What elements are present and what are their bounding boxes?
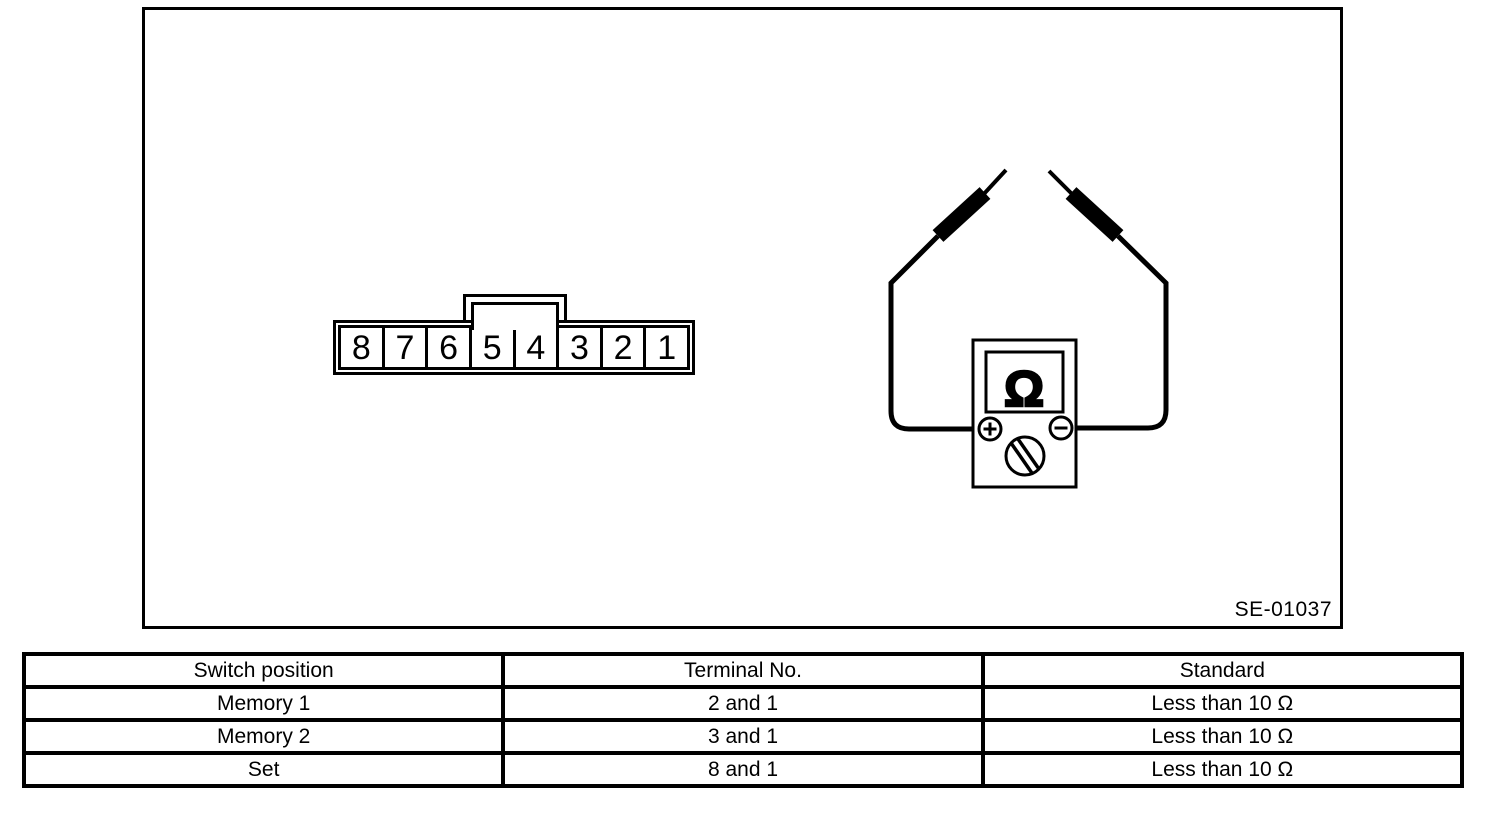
table-header-standard: Standard [980, 652, 1465, 689]
table-header-terminal-no: Terminal No. [501, 652, 985, 689]
test-lead-right [1054, 234, 1169, 431]
table-header-switch-position: Switch position [21, 652, 506, 689]
table-cell: 2 and 1 [501, 685, 985, 722]
minus-terminal-icon [1048, 415, 1074, 441]
figure-id-label: SE-01037 [1234, 598, 1332, 621]
table-cell: Less than 10 Ω [980, 685, 1465, 722]
terminal-cell-7: 7 [381, 328, 426, 367]
table-cell: 8 and 1 [501, 751, 985, 788]
rotary-dial-icon [1004, 435, 1046, 477]
terminal-cell-1: 1 [643, 328, 687, 367]
table-cell: Set [21, 751, 506, 788]
table-cell: Memory 1 [21, 685, 506, 722]
terminal-cell-5: 5 [468, 328, 513, 367]
table-cell: Less than 10 Ω [980, 718, 1465, 755]
test-lead-left [888, 234, 996, 432]
diagram-box: Ω 8 7 6 [142, 7, 1343, 629]
test-probe-right-icon [1047, 169, 1124, 242]
table-cell: Memory 2 [21, 718, 506, 755]
connector-tab-inner [471, 302, 559, 330]
terminal-cell-4: 4 [512, 328, 557, 367]
ohmmeter-drawing: Ω [888, 168, 1169, 489]
terminal-cell-3: 3 [556, 328, 600, 367]
terminal-cell-6: 6 [425, 328, 469, 367]
table-row-set: Set 8 and 1 Less than 10 Ω [21, 751, 1465, 788]
terminal-cell-2: 2 [599, 328, 644, 367]
test-probe-left-icon [932, 168, 1008, 242]
table-row-memory-2: Memory 2 3 and 1 Less than 10 Ω [21, 718, 1465, 755]
terminal-cell-8: 8 [351, 329, 371, 367]
continuity-spec-table: Switch position Terminal No. Standard Me… [21, 652, 1465, 788]
connector-terminal-row: 8 7 6 5 4 3 2 1 [338, 325, 690, 370]
table-header-row: Switch position Terminal No. Standard [21, 652, 1465, 689]
table-row-memory-1: Memory 1 2 and 1 Less than 10 Ω [21, 685, 1465, 722]
meter-display [984, 350, 1065, 414]
table-cell: Less than 10 Ω [980, 751, 1465, 788]
omega-symbol: Ω [1004, 361, 1044, 417]
table-cell: 3 and 1 [501, 718, 985, 755]
plus-terminal-icon [977, 416, 1003, 442]
